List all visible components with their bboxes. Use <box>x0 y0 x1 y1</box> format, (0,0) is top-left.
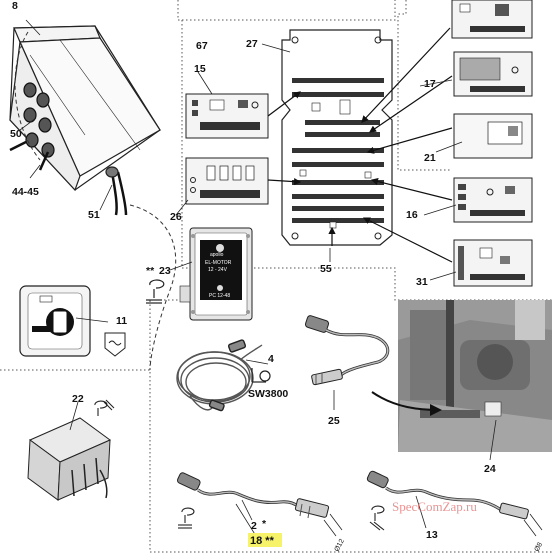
label-55: 55 <box>320 263 332 275</box>
label-15: 15 <box>194 63 206 75</box>
label-22: 22 <box>72 393 84 405</box>
crimp-tool-symbol-4 <box>251 368 271 383</box>
label-67: 67 <box>196 40 208 52</box>
label-8: 8 <box>12 0 18 12</box>
cable-coil-4 <box>176 339 263 412</box>
motor-box-brand: apollo <box>210 252 224 258</box>
part-labels: 8 67 27 15 17 21 16 31 26 55 50 44-45 51… <box>10 0 496 547</box>
junction-box <box>9 25 161 216</box>
label-31: 31 <box>416 276 428 288</box>
adapter-22 <box>27 417 111 501</box>
rotation-symbol-22 <box>94 399 115 416</box>
el-motor-box <box>179 227 253 321</box>
label-4: 4 <box>268 353 274 365</box>
dimension-12: Ø12 <box>334 538 346 553</box>
label-25: 25 <box>328 415 340 427</box>
watermark: SpecComZap.ru <box>392 499 477 514</box>
motor-box-line3: PC 12-48 <box>209 293 230 299</box>
leader-arrows <box>267 27 453 263</box>
arrow-to-sensor <box>371 391 442 416</box>
machine-photo-24 <box>398 300 552 452</box>
label-11: 11 <box>116 315 127 327</box>
sensor-2 <box>176 472 343 537</box>
sensor-13 <box>366 470 543 537</box>
pcb-21 <box>453 113 533 159</box>
switch-11 <box>19 285 91 357</box>
terminal-strips <box>292 78 384 223</box>
label-23: 23 <box>159 265 171 277</box>
pcb-17 <box>453 51 533 97</box>
label-2: 2 <box>251 520 257 532</box>
pcb-15 <box>185 93 269 139</box>
rotation-symbol-2 <box>178 507 195 529</box>
dimension-8: Ø8 <box>534 541 545 553</box>
pcb-31 <box>453 239 533 287</box>
motor-box-line2: 12 - 24V <box>208 267 228 273</box>
pcb-top-right <box>451 0 533 39</box>
rotation-symbol-13 <box>369 505 385 531</box>
label-44-45: 44-45 <box>12 186 39 198</box>
cable-glands <box>23 82 55 158</box>
label-13: 13 <box>426 529 438 541</box>
highlight-18 <box>248 533 282 547</box>
label-16: 16 <box>406 209 418 221</box>
label-21: 21 <box>424 152 436 164</box>
ac-symbol-11 <box>104 332 126 357</box>
pcb-16 <box>453 177 533 223</box>
mounting-plate <box>281 29 393 246</box>
label-27: 27 <box>246 38 258 50</box>
label-17: 17 <box>424 78 436 90</box>
pcb-26 <box>185 157 269 205</box>
box-link-dashed-2 <box>129 204 177 371</box>
label-51: 51 <box>88 209 100 221</box>
label-24: 24 <box>484 463 496 475</box>
label-18: 18 ** <box>250 535 275 547</box>
sensor-25 <box>304 315 390 386</box>
label-23-prefix: ** <box>146 265 155 277</box>
label-26: 26 <box>170 211 182 223</box>
label-2-suffix: * <box>262 518 267 530</box>
label-50: 50 <box>10 128 22 140</box>
motor-box-line1: EL-MOTOR <box>205 260 232 266</box>
label-sw3800: SW3800 <box>248 388 288 400</box>
rotation-symbol-23 <box>146 279 165 304</box>
leader-lines <box>175 43 463 281</box>
